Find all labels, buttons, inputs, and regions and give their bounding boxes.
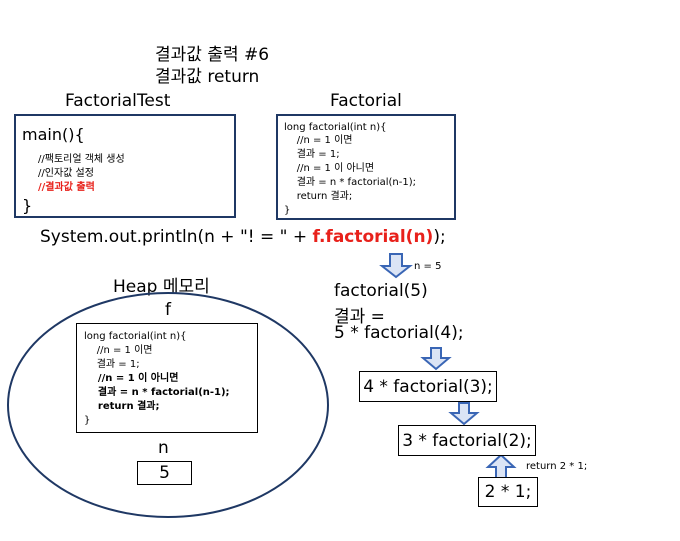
factorial-line: 결과 = 1; (284, 149, 340, 160)
factorial-box: long factorial(int n){ //n = 1 이면 결과 = 1… (276, 114, 456, 220)
heap-line-bold: //n = 1 이 아니면 (84, 373, 179, 384)
return-label: return 2 * 1; (526, 461, 588, 472)
factorial-line: 결과 = n * factorial(n-1); (284, 177, 417, 188)
step4-text: 2 * 1; (484, 482, 532, 502)
comment-create-object: //팩토리얼 객체 생성 (38, 154, 125, 165)
step3-box: 3 * factorial(2); (398, 425, 536, 456)
step2-text: 4 * factorial(3); (363, 376, 493, 397)
main-signature: main(){ (22, 125, 85, 144)
arrow-label-n5: n = 5 (414, 261, 442, 272)
main-close-brace: } (22, 196, 33, 215)
factorial-line: } (284, 205, 291, 216)
heap-factorial-box: long factorial(int n){ //n = 1 이면 결과 = 1… (76, 323, 258, 433)
println-statement: System.out.println(n + "! = " + f.factor… (40, 227, 446, 247)
factorial-line: return 결과; (284, 191, 353, 202)
up-arrow-icon (485, 453, 517, 479)
factorial-test-box: main(){ //팩토리얼 객체 생성 //인자값 설정 //결과값 출력 } (14, 114, 236, 218)
factorial-line: //n = 1 이 아니면 (284, 163, 375, 174)
heap-line: //n = 1 이면 (84, 345, 153, 356)
down-arrow-icon (379, 253, 413, 279)
step1-line2: 결과 = (334, 307, 385, 327)
step1-line1: factorial(5) (334, 281, 428, 301)
heap-ellipse (7, 292, 329, 518)
title-line-2: 결과값 return (155, 67, 260, 87)
println-prefix: System.out.println(n + "! = " + (40, 227, 313, 247)
factorial-line: long factorial(int n){ (284, 122, 387, 133)
step2-box: 4 * factorial(3); (359, 371, 497, 402)
step3-text: 3 * factorial(2); (402, 430, 532, 451)
factorial-test-header: FactorialTest (65, 91, 171, 111)
title-line-1: 결과값 출력 #6 (155, 45, 270, 65)
factorial-line: //n = 1 이면 (284, 135, 353, 146)
down-arrow-icon (448, 402, 480, 426)
heap-line-bold: 결과 = n * factorial(n-1); (84, 387, 230, 398)
down-arrow-icon (420, 347, 452, 371)
step4-box: 2 * 1; (478, 477, 538, 507)
heap-line: long factorial(int n){ (84, 331, 187, 342)
heap-line: 결과 = 1; (84, 359, 140, 370)
step1-line3: 5 * factorial(4); (334, 323, 464, 343)
heap-line: } (84, 415, 91, 426)
heap-line-bold: return 결과; (84, 401, 160, 412)
println-call-highlight: f.factorial(n) (312, 227, 434, 247)
heap-title: Heap 메모리 (113, 277, 210, 297)
heap-n-label: n (158, 438, 169, 458)
heap-n-value: 5 (159, 463, 170, 483)
comment-print-result: //결과값 출력 (38, 182, 95, 193)
comment-set-arg: //인자값 설정 (38, 168, 94, 179)
factorial-header: Factorial (330, 91, 402, 111)
println-suffix: ); (433, 227, 446, 247)
heap-n-value-box: 5 (137, 461, 192, 485)
heap-f-label: f (165, 300, 171, 320)
